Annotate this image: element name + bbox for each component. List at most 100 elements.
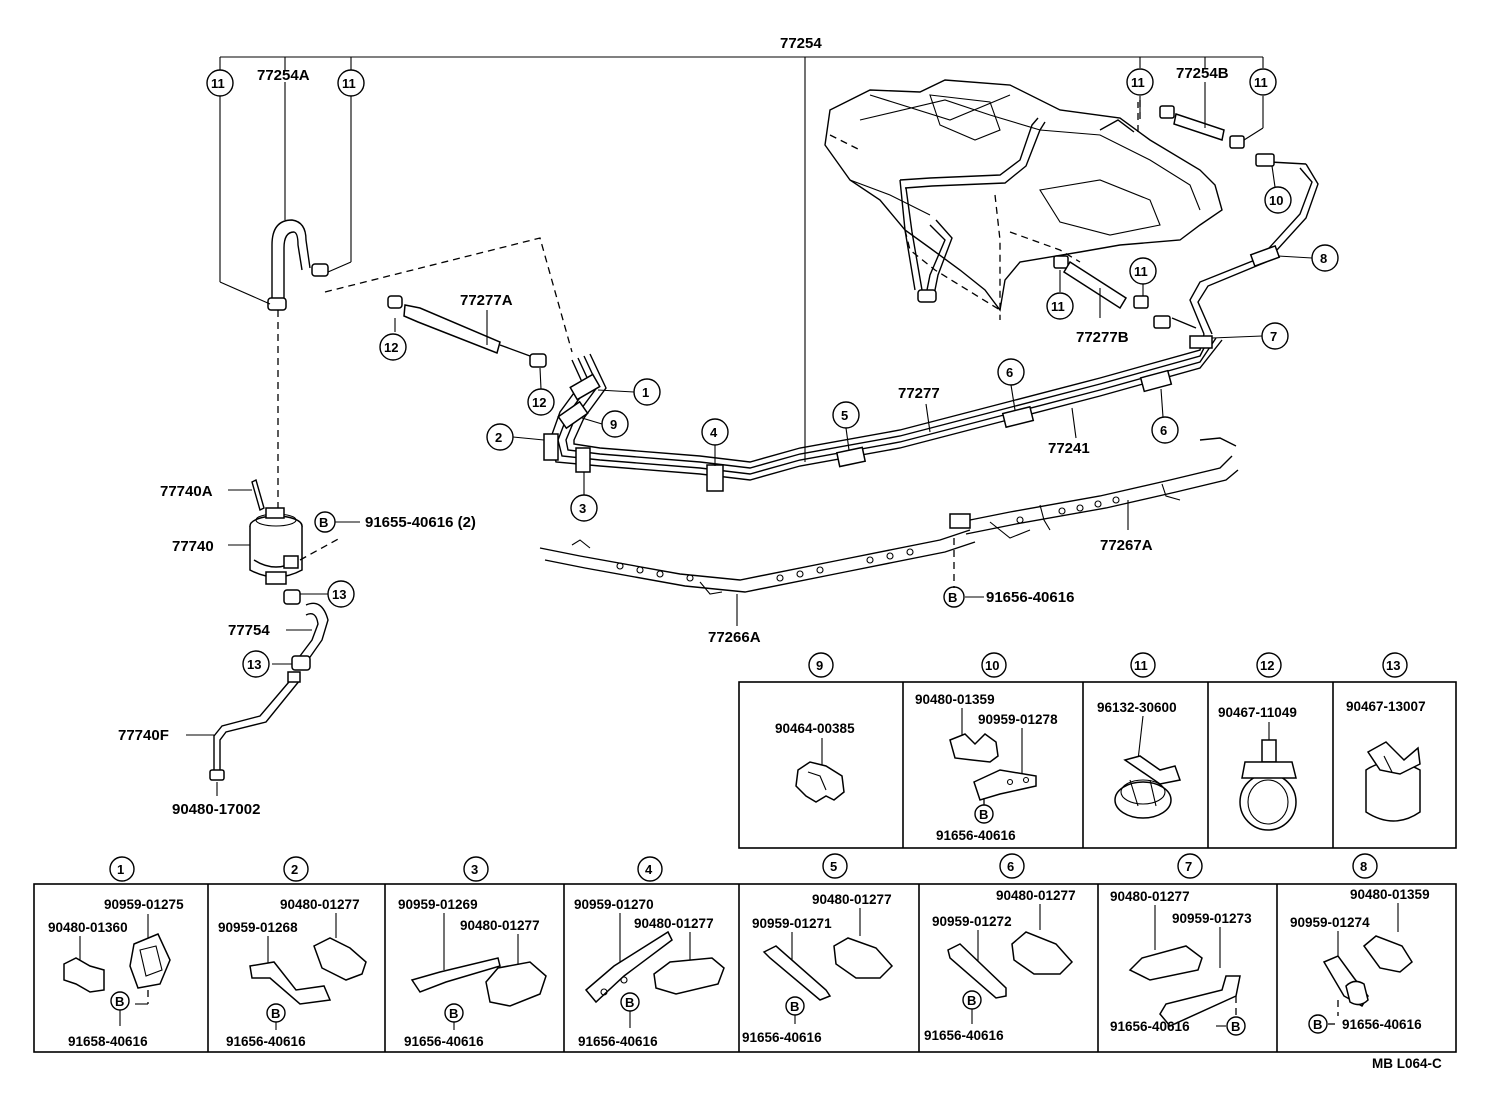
svg-text:13: 13 [332,587,346,602]
detail-table-top [738,681,1457,849]
svg-text:2: 2 [495,430,502,445]
svg-text:10: 10 [985,658,999,673]
callout-9-main: 9 [581,410,629,438]
svg-text:5: 5 [830,859,837,874]
svg-text:90959-01274: 90959-01274 [1290,915,1370,930]
callout-6-main-b: 6 [1151,388,1179,444]
svg-text:90464-00385: 90464-00385 [775,721,855,736]
label-77740: 77740 [172,538,214,555]
detail-6: 6 90480-01277 90959-01272 B 91656-40616 [924,853,1076,1043]
svg-text:12: 12 [384,340,398,355]
label-91656-main: 91656-40616 [986,589,1074,606]
svg-text:90480-01277: 90480-01277 [460,918,540,933]
label-77254b: 77254B [1176,65,1229,82]
svg-text:90480-01277: 90480-01277 [996,888,1076,903]
svg-text:90959-01270: 90959-01270 [574,897,654,912]
svg-text:91656-40616: 91656-40616 [742,1030,822,1045]
callout-3-main: 3 [570,472,598,522]
svg-text:12: 12 [1260,658,1274,673]
detail-8: 8 90480-01359 90959-01274 B 91656-40616 [1290,853,1430,1034]
svg-text:9: 9 [610,417,617,432]
svg-text:1: 1 [642,385,649,400]
svg-text:91656-40616: 91656-40616 [1342,1017,1422,1032]
hose-77277b [1053,255,1149,310]
label-77241: 77241 [1048,440,1090,457]
callout-12-main-b: 12 [527,367,555,416]
callout-11-tank-b: 11 [1129,257,1157,285]
svg-text:11: 11 [1134,658,1148,673]
svg-text:11: 11 [211,76,225,91]
svg-text:2: 2 [291,862,298,877]
label-77266a: 77266A [708,629,761,646]
callout-13-main-b: 13 [242,650,270,678]
detail-11: 11 96132-30600 [1097,652,1181,819]
svg-text:11: 11 [1254,75,1268,90]
svg-text:3: 3 [579,501,586,516]
svg-text:90480-01277: 90480-01277 [634,916,714,931]
detail-2: 2 90480-01277 90959-01268 B 91656-40616 [218,856,367,1049]
svg-text:91656-40616: 91656-40616 [1110,1019,1190,1034]
canister-77740 [249,478,303,585]
callout-1-main: 1 [597,378,661,406]
rail-77266a [539,529,976,595]
label-77254: 77254 [780,35,822,52]
svg-text:90959-01268: 90959-01268 [218,920,298,935]
svg-text:4: 4 [710,425,718,440]
callout-11-left-b: 11 [337,69,365,97]
callout-11-left-a: 11 [206,69,234,97]
svg-text:8: 8 [1320,251,1327,266]
callout-12-main-a: 12 [379,333,407,361]
hose-77254a [267,219,329,311]
detail-7: 7 90480-01277 90959-01273 B 91656-40616 [1110,853,1252,1036]
svg-text:8: 8 [1360,859,1367,874]
svg-text:91656-40616: 91656-40616 [226,1034,306,1049]
svg-text:B: B [790,999,799,1014]
label-77254a: 77254A [257,67,310,84]
svg-text:7: 7 [1185,859,1192,874]
svg-text:B: B [115,994,124,1009]
callout-10-main: 10 [1264,165,1292,214]
svg-text:11: 11 [1051,299,1065,314]
svg-text:B: B [271,1006,280,1021]
svg-text:90959-01272: 90959-01272 [932,914,1012,929]
svg-text:13: 13 [1386,658,1400,673]
label-77277a: 77277A [460,292,513,309]
label-77277b: 77277B [1076,329,1129,346]
label-77740f: 77740F [118,727,169,744]
bolt-callout-rail: B [943,586,965,608]
svg-text:90959-01273: 90959-01273 [1172,911,1252,926]
svg-text:91656-40616: 91656-40616 [578,1034,658,1049]
svg-text:96132-30600: 96132-30600 [1097,700,1177,715]
label-77277: 77277 [898,385,940,402]
svg-text:B: B [319,515,328,530]
svg-text:4: 4 [645,862,653,877]
svg-text:91658-40616: 91658-40616 [68,1034,148,1049]
detail-1: 1 90959-01275 90480-01360 B 91658-40616 [48,856,184,1049]
svg-text:5: 5 [841,408,848,423]
detail-13: 13 90467-13007 [1346,652,1426,822]
svg-text:6: 6 [1007,859,1014,874]
callout-2-main: 2 [486,423,545,451]
hose-77277a [387,295,547,368]
callout-11-right-a: 11 [1126,68,1154,96]
svg-text:90959-01269: 90959-01269 [398,897,478,912]
svg-text:6: 6 [1160,423,1167,438]
hose-77754 [283,589,329,671]
svg-text:90480-01359: 90480-01359 [1350,887,1430,902]
svg-text:10: 10 [1269,193,1283,208]
hose-77254b [1159,105,1245,149]
svg-text:3: 3 [471,862,478,877]
pipe-77740f [209,671,301,781]
label-91655: 91655-40616 (2) [365,514,476,531]
detail-3: 3 90959-01269 90480-01277 B 91656-40616 [398,856,547,1049]
callout-8-main: 8 [1277,244,1339,272]
diagram-code: MB L064-C [1372,1056,1442,1071]
svg-text:90959-01275: 90959-01275 [104,897,184,912]
svg-text:B: B [1231,1019,1240,1034]
callout-4-main: 4 [701,418,729,466]
svg-text:11: 11 [1131,75,1145,90]
svg-text:90959-01278: 90959-01278 [978,712,1058,727]
svg-text:B: B [449,1006,458,1021]
detail-9: 9 90464-00385 [775,652,855,803]
